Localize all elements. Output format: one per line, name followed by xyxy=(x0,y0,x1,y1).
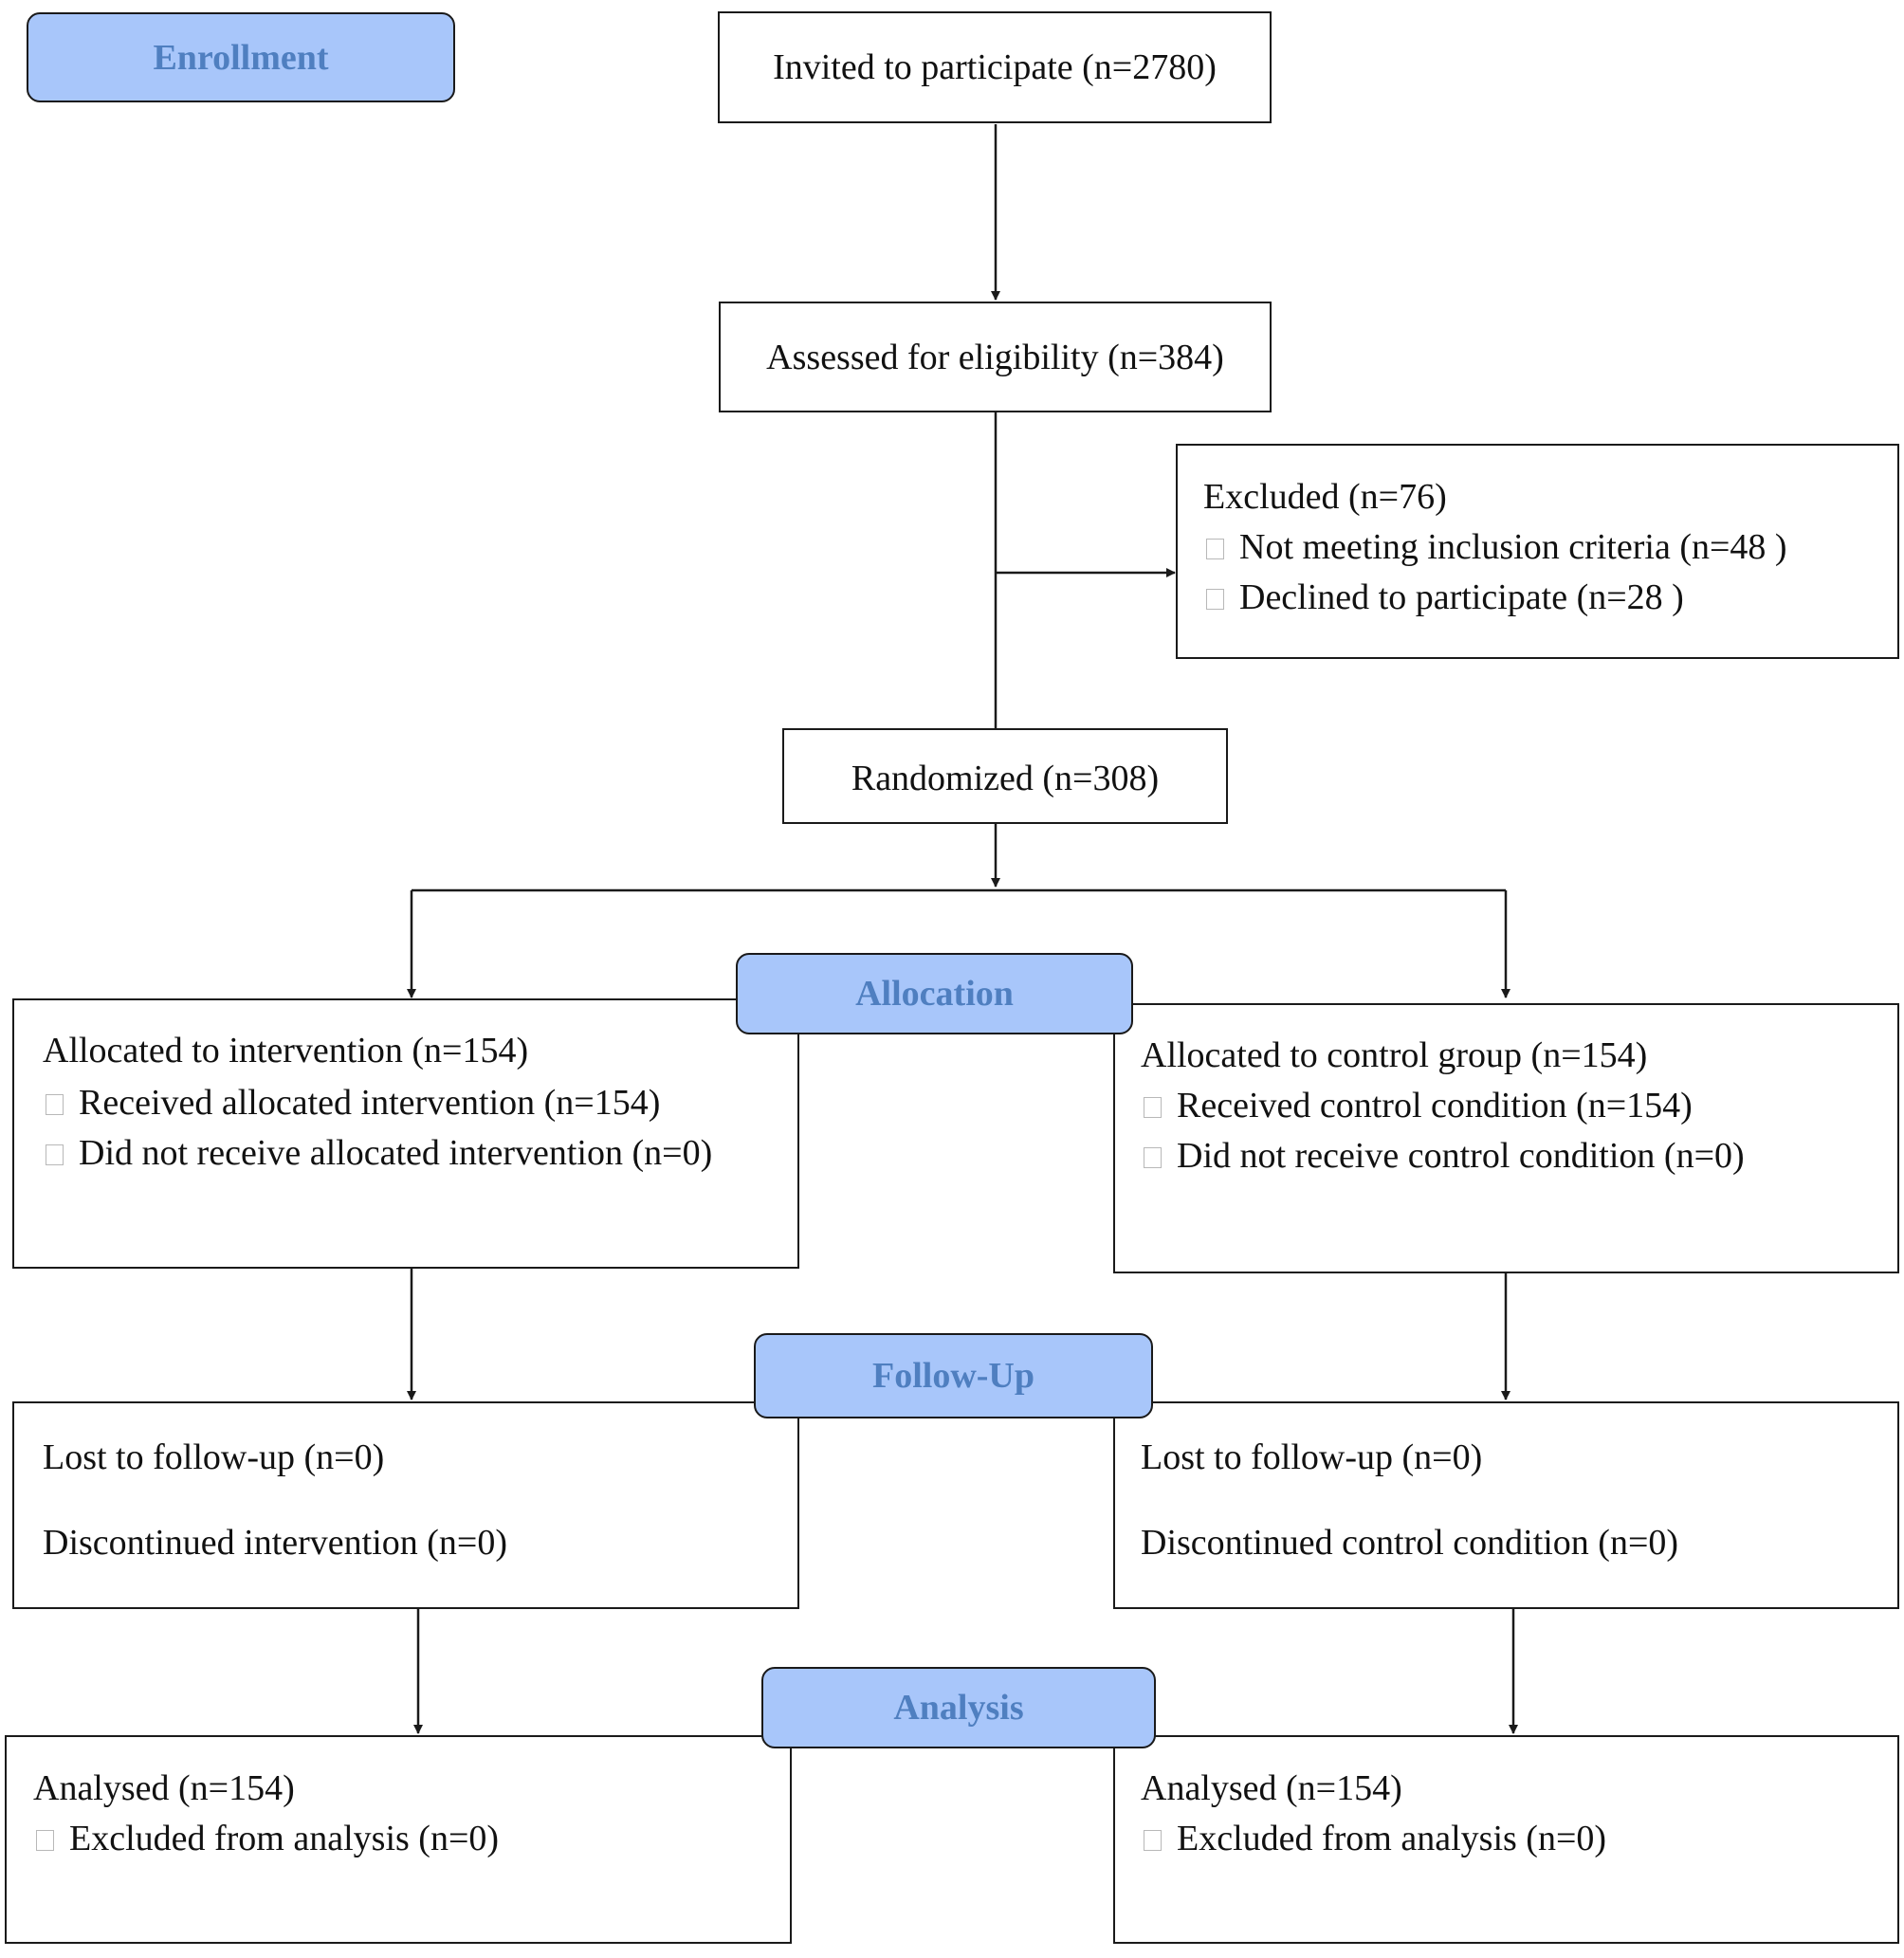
followup-intervention-box: Lost to follow-up (n=0) Discontinued int… xyxy=(12,1401,799,1609)
analysis-control-item: Excluded from analysis (n=0) xyxy=(1144,1821,1606,1857)
checkbox-icon xyxy=(1206,589,1224,610)
allocation-intervention-item: Received allocated intervention (n=154) xyxy=(46,1085,660,1121)
randomized-box: Randomized (n=308) xyxy=(782,728,1228,824)
allocation-intervention-box: Allocated to intervention (n=154) Receiv… xyxy=(12,998,799,1269)
followup-control-discontinued: Discontinued control condition (n=0) xyxy=(1141,1523,1679,1563)
stage-label-allocation: Allocation xyxy=(736,953,1133,1034)
stage-label-analysis: Analysis xyxy=(761,1667,1156,1748)
checkbox-icon xyxy=(1144,1097,1162,1118)
analysis-intervention-title: Analysed (n=154) xyxy=(33,1768,295,1808)
allocation-control-box: Allocated to control group (n=154) Recei… xyxy=(1113,1003,1899,1273)
analysis-intervention-box: Analysed (n=154) Excluded from analysis … xyxy=(5,1735,792,1944)
followup-control-box: Lost to follow-up (n=0) Discontinued con… xyxy=(1113,1401,1899,1609)
followup-intervention-lost: Lost to follow-up (n=0) xyxy=(43,1437,385,1477)
stage-label-follow-up: Follow-Up xyxy=(754,1333,1153,1418)
analysis-control-box: Analysed (n=154) Excluded from analysis … xyxy=(1113,1735,1899,1944)
stage-label-enrollment: Enrollment xyxy=(27,12,455,102)
invited-text: Invited to participate (n=2780) xyxy=(773,47,1217,87)
excluded-title: Excluded (n=76) xyxy=(1203,477,1447,517)
checkbox-icon xyxy=(1206,539,1224,559)
allocation-intervention-item: Did not receive allocated intervention (… xyxy=(46,1135,712,1171)
randomized-text: Randomized (n=308) xyxy=(851,759,1160,798)
allocation-intervention-title: Allocated to intervention (n=154) xyxy=(43,1031,529,1070)
checkbox-icon xyxy=(36,1830,54,1851)
excluded-item-label: Declined to participate (n=28 ) xyxy=(1239,577,1684,617)
excluded-item: Declined to participate (n=28 ) xyxy=(1206,579,1684,615)
checkbox-icon xyxy=(1144,1147,1162,1168)
allocation-control-item-label: Did not receive control condition (n=0) xyxy=(1177,1136,1745,1176)
excluded-item-label: Not meeting inclusion criteria (n=48 ) xyxy=(1239,527,1787,567)
allocation-control-title: Allocated to control group (n=154) xyxy=(1141,1035,1648,1075)
excluded-box: Excluded (n=76) Not meeting inclusion cr… xyxy=(1176,444,1899,659)
allocation-control-item: Did not receive control condition (n=0) xyxy=(1144,1138,1745,1174)
allocation-control-item-label: Received control condition (n=154) xyxy=(1177,1086,1693,1125)
excluded-item: Not meeting inclusion criteria (n=48 ) xyxy=(1206,529,1787,565)
analysis-intervention-item-label: Excluded from analysis (n=0) xyxy=(69,1819,500,1858)
allocation-intervention-item-label: Received allocated intervention (n=154) xyxy=(79,1083,661,1123)
analysis-control-title: Analysed (n=154) xyxy=(1141,1768,1402,1808)
allocation-control-item: Received control condition (n=154) xyxy=(1144,1088,1693,1124)
checkbox-icon xyxy=(46,1144,64,1165)
assessed-box: Assessed for eligibility (n=384) xyxy=(719,302,1272,412)
assessed-text: Assessed for eligibility (n=384) xyxy=(766,338,1224,377)
checkbox-icon xyxy=(46,1094,64,1115)
analysis-intervention-item: Excluded from analysis (n=0) xyxy=(36,1821,499,1857)
analysis-control-item-label: Excluded from analysis (n=0) xyxy=(1177,1819,1607,1858)
followup-control-lost: Lost to follow-up (n=0) xyxy=(1141,1437,1483,1477)
allocation-intervention-item-label: Did not receive allocated intervention (… xyxy=(79,1133,713,1173)
invited-box: Invited to participate (n=2780) xyxy=(718,11,1272,123)
checkbox-icon xyxy=(1144,1830,1162,1851)
followup-intervention-discontinued: Discontinued intervention (n=0) xyxy=(43,1523,507,1563)
